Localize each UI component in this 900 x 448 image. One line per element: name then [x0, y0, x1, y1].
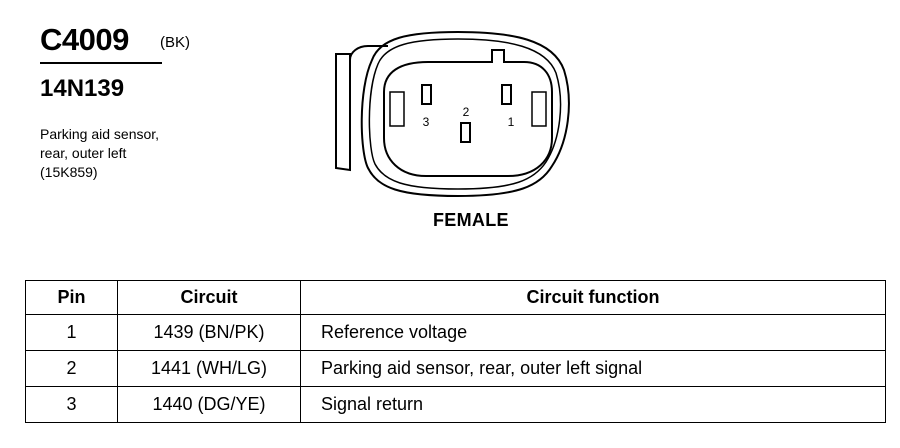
table-row: 2 1441 (WH/LG) Parking aid sensor, rear,… [25, 350, 886, 387]
column-header-circuit-function: Circuit function [300, 280, 886, 315]
cavity-side-rail [389, 91, 405, 127]
pin-label: 1 [508, 115, 515, 129]
circuit-cell: 1440 (DG/YE) [117, 386, 301, 423]
table-header-row: Pin Circuit Circuit function [25, 280, 886, 315]
connector-color-code: (BK) [160, 34, 190, 51]
cavity-side-rail [531, 91, 547, 127]
pin-3-terminal [421, 84, 432, 105]
connector-shell-outline [349, 45, 388, 61]
table-row: 1 1439 (BN/PK) Reference voltage [25, 314, 886, 351]
circuit-function-cell: Signal return [300, 386, 886, 423]
circuit-function-cell: Reference voltage [300, 314, 886, 351]
pin-cell: 3 [25, 386, 118, 423]
connector-cavity [383, 49, 553, 177]
description-line: rear, outer left [40, 145, 127, 161]
description-line: (15K859) [40, 164, 98, 180]
column-header-circuit: Circuit [117, 280, 301, 315]
pin-cell: 1 [25, 314, 118, 351]
pin-table: Pin Circuit Circuit function 1 1439 (BN/… [25, 280, 886, 423]
pin-label: 3 [423, 115, 430, 129]
connector-description: Parking aid sensor, rear, outer left (15… [40, 125, 159, 182]
table-row: 3 1440 (DG/YE) Signal return [25, 386, 886, 423]
part-number: 14N139 [40, 75, 125, 102]
connector-housing-inner [368, 38, 562, 190]
circuit-cell: 1439 (BN/PK) [117, 314, 301, 351]
connector-id: C4009 [40, 22, 129, 57]
connector-face-diagram: 3 2 1 [335, 30, 570, 198]
pin-label: 2 [463, 105, 470, 119]
connector-gender-label: FEMALE [433, 210, 509, 230]
pin-2-terminal [460, 122, 471, 143]
connector-housing-outer [360, 30, 570, 198]
circuit-cell: 1441 (WH/LG) [117, 350, 301, 387]
connector-shell-outline [335, 53, 351, 172]
circuit-function-cell: Parking aid sensor, rear, outer left sig… [300, 350, 886, 387]
pin-1-terminal [501, 84, 512, 105]
pin-cell: 2 [25, 350, 118, 387]
title-underline [40, 62, 162, 64]
description-line: Parking aid sensor, [40, 126, 160, 142]
column-header-pin: Pin [25, 280, 118, 315]
